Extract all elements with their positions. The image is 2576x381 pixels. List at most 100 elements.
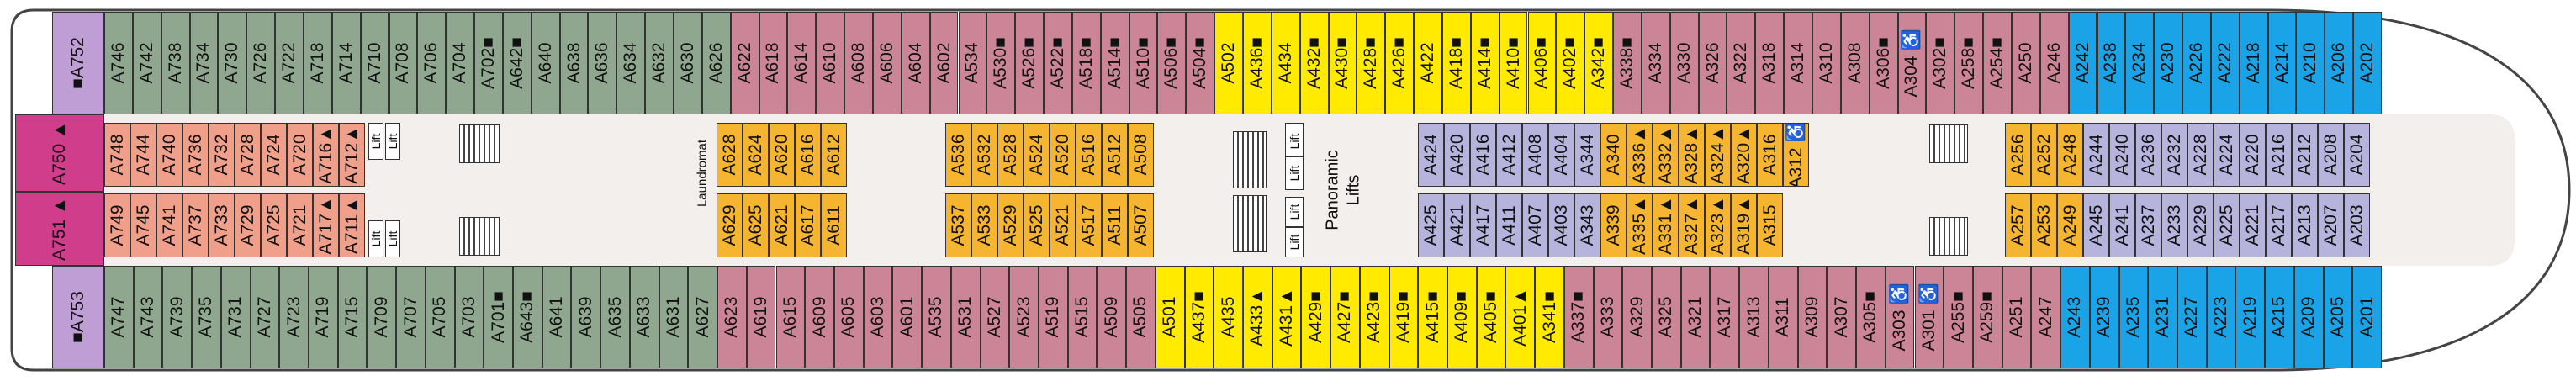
- cabin-a629[interactable]: A629: [717, 193, 743, 257]
- cabin-a744[interactable]: A744: [130, 123, 156, 187]
- cabin-a710[interactable]: A710: [360, 12, 389, 114]
- cabin-a738[interactable]: A738: [161, 12, 190, 114]
- cabin-a205[interactable]: A205: [2323, 266, 2353, 368]
- cabin-a437[interactable]: A437■: [1184, 266, 1214, 368]
- cabin-a712[interactable]: A712▲: [339, 123, 365, 187]
- cabin-a315[interactable]: A315: [1757, 193, 1783, 257]
- cabin-a213[interactable]: A213: [2292, 193, 2318, 257]
- cabin-a532[interactable]: A532: [971, 123, 997, 187]
- cabin-a246[interactable]: A246: [2039, 12, 2069, 114]
- cabin-a431[interactable]: A431▲: [1272, 266, 1302, 368]
- cabin-a640[interactable]: A640: [531, 12, 560, 114]
- cabin-a306[interactable]: A306■: [1869, 12, 1898, 114]
- cabin-a707[interactable]: A707: [396, 266, 426, 368]
- cabin-a311[interactable]: A311: [1768, 266, 1798, 368]
- cabin-a617[interactable]: A617: [795, 193, 821, 257]
- cabin-a608[interactable]: A608: [844, 12, 873, 114]
- cabin-a252[interactable]: A252: [2031, 123, 2057, 187]
- cabin-a714[interactable]: A714: [331, 12, 361, 114]
- cabin-a624[interactable]: A624: [743, 123, 769, 187]
- cabin-a522[interactable]: A522■: [1044, 12, 1072, 114]
- cabin-a639[interactable]: A639: [571, 266, 601, 368]
- cabin-a255[interactable]: A255■: [1944, 266, 1973, 368]
- cabin-a416[interactable]: A416: [1470, 123, 1496, 187]
- cabin-a709[interactable]: A709: [367, 266, 397, 368]
- cabin-a627[interactable]: A627: [688, 266, 718, 368]
- cabin-a236[interactable]: A236: [2135, 123, 2161, 187]
- cabin-a210[interactable]: A210: [2296, 12, 2325, 114]
- cabin-a502[interactable]: A502: [1214, 12, 1243, 114]
- cabin-a316[interactable]: A316: [1757, 123, 1783, 187]
- cabin-a635[interactable]: A635: [600, 266, 630, 368]
- cabin-a334[interactable]: A334: [1641, 12, 1670, 114]
- cabin-a747[interactable]: A747: [104, 266, 134, 368]
- cabin-a239[interactable]: A239: [2089, 266, 2119, 368]
- cabin-a402[interactable]: A402■: [1556, 12, 1585, 114]
- cabin-a722[interactable]: A722: [275, 12, 304, 114]
- cabin-a729[interactable]: A729: [235, 193, 261, 257]
- cabin-a433[interactable]: A433▲: [1243, 266, 1272, 368]
- cabin-a736[interactable]: A736: [182, 123, 209, 187]
- cabin-a638[interactable]: A638: [559, 12, 589, 114]
- cabin-a209[interactable]: A209: [2293, 266, 2324, 368]
- cabin-a401[interactable]: A401▲: [1505, 266, 1536, 368]
- cabin-a313[interactable]: A313: [1739, 266, 1769, 368]
- cabin-a723[interactable]: A723: [279, 266, 309, 368]
- cabin-a435[interactable]: A435: [1214, 266, 1243, 368]
- cabin-a426[interactable]: A426■: [1385, 12, 1415, 114]
- cabin-a247[interactable]: A247: [2031, 266, 2061, 368]
- cabin-a417[interactable]: A417: [1470, 193, 1496, 257]
- cabin-a208[interactable]: A208: [2318, 123, 2344, 187]
- cabin-a509[interactable]: A509: [1097, 266, 1127, 368]
- cabin-a515[interactable]: A515: [1067, 266, 1098, 368]
- cabin-a643[interactable]: A643■: [513, 266, 542, 368]
- cabin-a514[interactable]: A514■: [1100, 12, 1129, 114]
- cabin-a308[interactable]: A308: [1840, 12, 1870, 114]
- cabin-a521[interactable]: A521: [1050, 193, 1076, 257]
- cabin-a309[interactable]: A309: [1797, 266, 1828, 368]
- cabin-a609[interactable]: A609: [805, 266, 834, 368]
- cabin-a505[interactable]: A505: [1126, 266, 1156, 368]
- cabin-a217[interactable]: A217: [2266, 193, 2292, 257]
- cabin-a721[interactable]: A721: [287, 193, 313, 257]
- cabin-a531[interactable]: A531: [950, 266, 981, 368]
- cabin-a523[interactable]: A523: [1009, 266, 1039, 368]
- cabin-a704[interactable]: A704: [446, 12, 475, 114]
- cabin-a612[interactable]: A612: [821, 123, 847, 187]
- cabin-a254[interactable]: A254■: [1983, 12, 2012, 114]
- cabin-a751[interactable]: A751 ▲: [15, 192, 104, 266]
- cabin-a743[interactable]: A743: [133, 266, 163, 368]
- cabin-a312[interactable]: A312 ♿: [1783, 123, 1809, 187]
- cabin-a429[interactable]: A429■: [1301, 266, 1331, 368]
- cabin-a434[interactable]: A434: [1271, 12, 1300, 114]
- cabin-a422[interactable]: A422: [1414, 12, 1442, 114]
- cabin-a528[interactable]: A528: [997, 123, 1024, 187]
- cabin-a745[interactable]: A745: [130, 193, 156, 257]
- cabin-a623[interactable]: A623: [717, 266, 747, 368]
- cabin-a603[interactable]: A603: [863, 266, 893, 368]
- cabin-a708[interactable]: A708: [389, 12, 418, 114]
- cabin-a256[interactable]: A256: [2005, 123, 2031, 187]
- cabin-a219[interactable]: A219: [2235, 266, 2266, 368]
- cabin-a226[interactable]: A226: [2182, 12, 2211, 114]
- cabin-a526[interactable]: A526■: [1015, 12, 1045, 114]
- cabin-a235[interactable]: A235: [2118, 266, 2149, 368]
- cabin-a630[interactable]: A630: [674, 12, 702, 114]
- cabin-a323[interactable]: A323▲: [1705, 193, 1731, 257]
- cabin-a248[interactable]: A248: [2057, 123, 2083, 187]
- cabin-a750[interactable]: A750 ▲: [15, 114, 104, 192]
- cabin-a620[interactable]: A620: [769, 123, 795, 187]
- cabin-a258[interactable]: A258■: [1954, 12, 1984, 114]
- cabin-a428[interactable]: A428■: [1357, 12, 1386, 114]
- cabin-a748[interactable]: A748: [104, 123, 130, 187]
- cabin-a325[interactable]: A325: [1652, 266, 1681, 368]
- cabin-a733[interactable]: A733: [209, 193, 235, 257]
- cabin-a753[interactable]: ■A753: [52, 266, 104, 368]
- cabin-a518[interactable]: A518■: [1071, 12, 1101, 114]
- cabin-a524[interactable]: A524: [1024, 123, 1050, 187]
- cabin-a642[interactable]: A642■: [502, 12, 532, 114]
- cabin-a340[interactable]: A340: [1600, 123, 1627, 187]
- cabin-a436[interactable]: A436■: [1243, 12, 1272, 114]
- cabin-a420[interactable]: A420: [1444, 123, 1470, 187]
- cabin-a715[interactable]: A715: [337, 266, 368, 368]
